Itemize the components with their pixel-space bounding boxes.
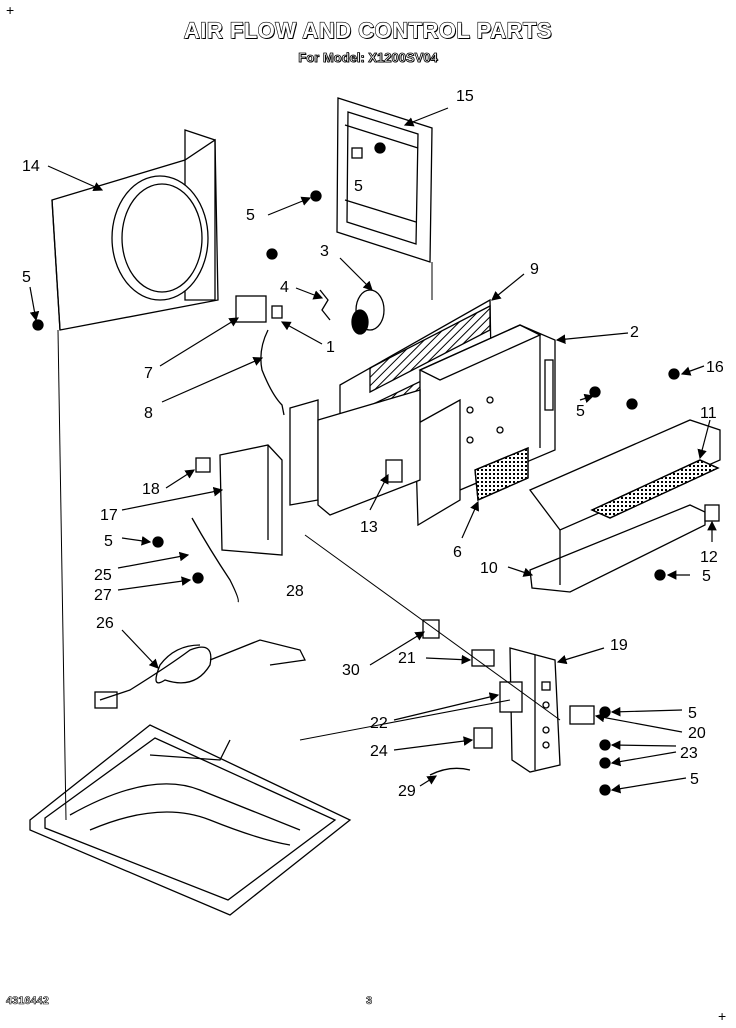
part-12-clip [704,504,720,522]
callout-5: 5 [702,568,711,585]
leader-lines [29,107,717,794]
callout-20: 20 [688,725,706,742]
part-14-fan-shroud [51,129,219,331]
part-20-switch [569,705,595,725]
part-15-bracket [336,97,433,263]
part-1-clip [271,305,283,319]
callout-13: 13 [360,519,378,536]
callout-7: 7 [144,365,153,382]
document-number: 4316442 [6,995,49,1008]
callout-27: 27 [94,587,112,604]
callout-14: 14 [22,158,40,175]
callout-16: 16 [706,359,724,376]
callout-5: 5 [690,771,699,788]
callout-6: 6 [453,544,462,561]
part-13-clip [385,459,403,483]
callout-10: 10 [480,560,498,577]
part-7-bracket [235,295,267,323]
page-number: 3 [366,995,373,1008]
callout-8: 8 [144,405,153,422]
part-8-wire [260,329,285,416]
callout-28: 28 [286,583,304,600]
part-29-wire [429,767,471,776]
part-18-clip [195,457,211,473]
part-11-filter [528,419,721,531]
part-10-tray [529,504,706,593]
callout-26: 26 [96,615,114,632]
part-17-bracket [219,444,283,556]
part-30-clip [422,619,440,639]
callout-12: 12 [700,549,718,566]
part-26-power-cord [94,639,306,709]
part-25-wire [191,517,239,603]
model-subtitle: For Model: X1200SV04 [298,50,438,66]
corner-mark: + [718,1008,727,1024]
callout-5: 5 [354,178,363,195]
callout-4: 4 [280,279,289,296]
callout-18: 18 [142,481,160,498]
callout-21: 21 [398,650,416,667]
base-pan [29,724,352,916]
part-6-control-plate [414,398,529,527]
part-3-motor-shaft [351,309,369,335]
callout-15: 15 [456,88,474,105]
callout-24: 24 [370,743,388,760]
callout-3: 3 [320,243,329,260]
part-28-gasket [289,389,421,516]
corner-mark: + [6,2,15,18]
part-24-relay [473,727,493,749]
callout-23: 23 [680,745,698,762]
callout-1: 1 [326,339,335,356]
callout-2: 2 [630,324,639,341]
screws [32,142,680,796]
callout-19: 19 [610,637,628,654]
callout-5: 5 [576,403,585,420]
part-19-control-panel [509,647,561,773]
part-22-switch [499,681,523,713]
callout-29: 29 [398,783,416,800]
callout-11: 11 [700,405,717,422]
callout-9: 9 [530,261,539,278]
callout-5: 5 [22,269,31,286]
callout-5: 5 [246,207,255,224]
callout-22: 22 [370,715,388,732]
callout-25: 25 [94,567,112,584]
part-21-bracket [471,649,495,667]
part-4-clip [319,289,331,321]
callout-5: 5 [688,705,697,722]
callout-30: 30 [342,662,360,679]
callout-17: 17 [100,507,118,524]
callout-5: 5 [104,533,113,550]
page-title: AIR FLOW AND CONTROL PARTS [183,17,553,43]
